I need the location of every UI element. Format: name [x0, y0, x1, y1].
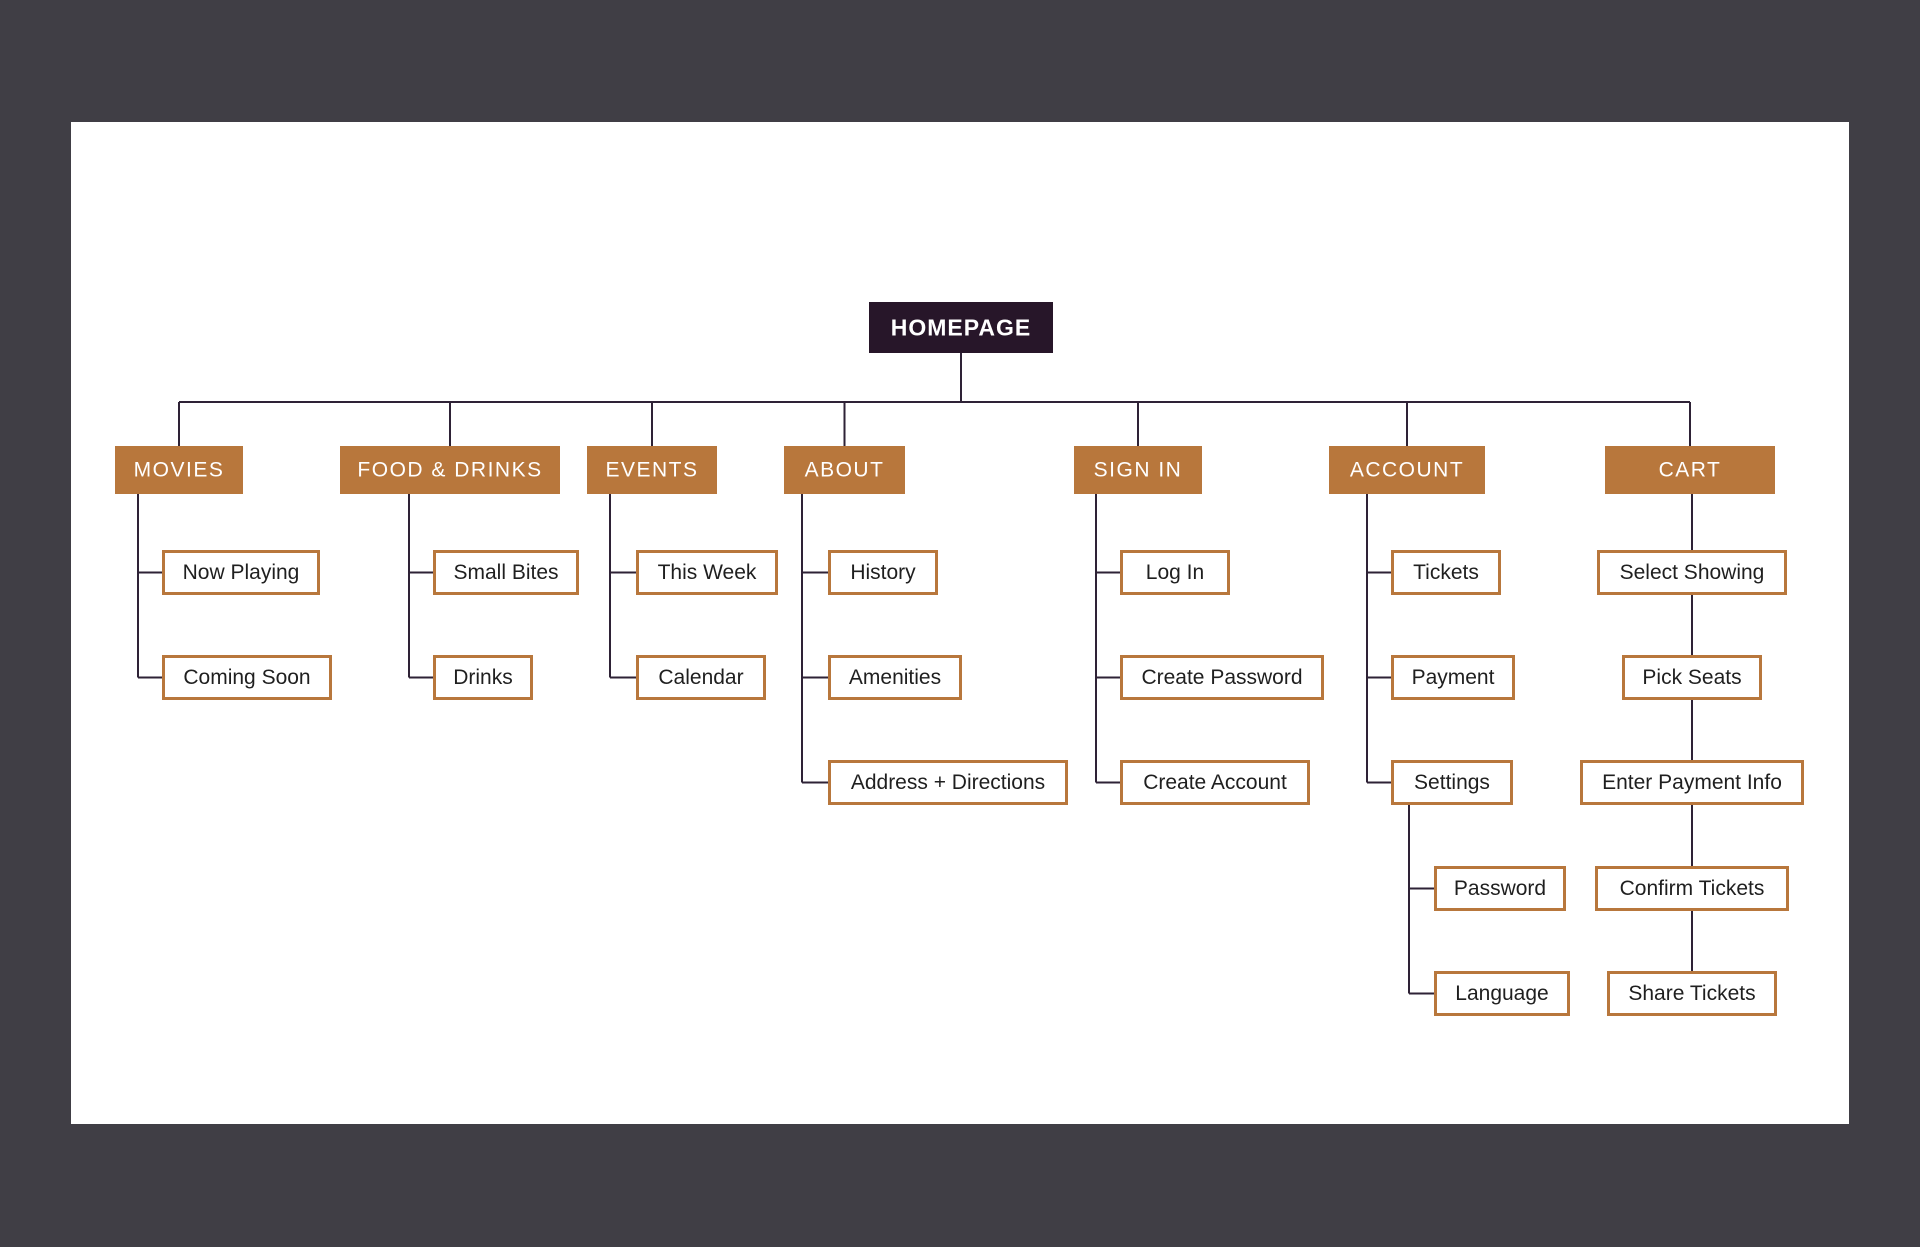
cart-step-3-box — [1580, 760, 1804, 805]
food-drinks-item-1-box — [433, 550, 579, 595]
account-item-3-box — [1391, 760, 1513, 805]
movies-item-1-label: Now Playing — [183, 561, 300, 584]
category-box-movies — [115, 446, 243, 494]
root-node-label: HOMEPAGE — [891, 315, 1031, 341]
account-item-3-label: Settings — [1414, 771, 1490, 794]
category-box-account — [1329, 446, 1485, 494]
events-item-1-box — [636, 550, 778, 595]
events-item-2-box — [636, 655, 766, 700]
category-box-cart — [1605, 446, 1775, 494]
about-item-2-label: Amenities — [849, 666, 941, 689]
about-item-3-box — [828, 760, 1068, 805]
account-item-1-box — [1391, 550, 1501, 595]
movies-item-2-label: Coming Soon — [183, 666, 310, 689]
cart-step-1-box — [1597, 550, 1787, 595]
about-item-1-label: History — [850, 561, 916, 584]
category-label-cart: CART — [1659, 459, 1722, 482]
account-settings-item-1-box — [1434, 866, 1566, 911]
category-box-sign-in — [1074, 446, 1202, 494]
food-drinks-item-2-label: Drinks — [453, 666, 513, 689]
account-settings-item-2-box — [1434, 971, 1570, 1016]
cart-step-5-label: Share Tickets — [1628, 982, 1755, 1005]
sign-in-item-1-label: Log In — [1146, 561, 1204, 584]
category-box-food-drinks — [340, 446, 560, 494]
category-label-sign-in: SIGN IN — [1094, 459, 1183, 482]
cart-step-1-label: Select Showing — [1620, 561, 1765, 584]
category-label-food-drinks: FOOD & DRINKS — [357, 459, 542, 482]
category-label-account: ACCOUNT — [1350, 459, 1464, 482]
cart-step-4-label: Confirm Tickets — [1620, 877, 1765, 900]
sign-in-item-3-box — [1120, 760, 1310, 805]
sign-in-item-1-box — [1120, 550, 1230, 595]
cart-step-3-label: Enter Payment Info — [1602, 771, 1782, 794]
sign-in-item-3-label: Create Account — [1143, 771, 1287, 794]
cart-step-2-box — [1622, 655, 1762, 700]
food-drinks-item-2-box — [433, 655, 533, 700]
account-item-2-label: Payment — [1412, 666, 1495, 689]
about-item-2-box — [828, 655, 962, 700]
cart-step-2-label: Pick Seats — [1642, 666, 1741, 689]
movies-item-1-box — [162, 550, 320, 595]
category-box-events — [587, 446, 717, 494]
account-settings-item-2-label: Language — [1455, 982, 1548, 1005]
about-item-3-label: Address + Directions — [851, 771, 1045, 794]
sign-in-item-2-box — [1120, 655, 1324, 700]
account-settings-item-1-label: Password — [1454, 877, 1546, 900]
events-item-2-label: Calendar — [658, 666, 743, 689]
category-label-about: ABOUT — [805, 459, 885, 482]
root-node-box — [869, 302, 1053, 353]
account-item-1-label: Tickets — [1413, 561, 1479, 584]
account-item-2-box — [1391, 655, 1515, 700]
cart-step-4-box — [1595, 866, 1789, 911]
category-box-about — [784, 446, 905, 494]
category-label-movies: MOVIES — [134, 459, 225, 482]
category-label-events: EVENTS — [605, 459, 698, 482]
cart-step-5-box — [1607, 971, 1777, 1016]
movies-item-2-box — [162, 655, 332, 700]
events-item-1-label: This Week — [658, 561, 757, 584]
sign-in-item-2-label: Create Password — [1141, 666, 1302, 689]
about-item-1-box — [828, 550, 938, 595]
food-drinks-item-1-label: Small Bites — [453, 561, 558, 584]
